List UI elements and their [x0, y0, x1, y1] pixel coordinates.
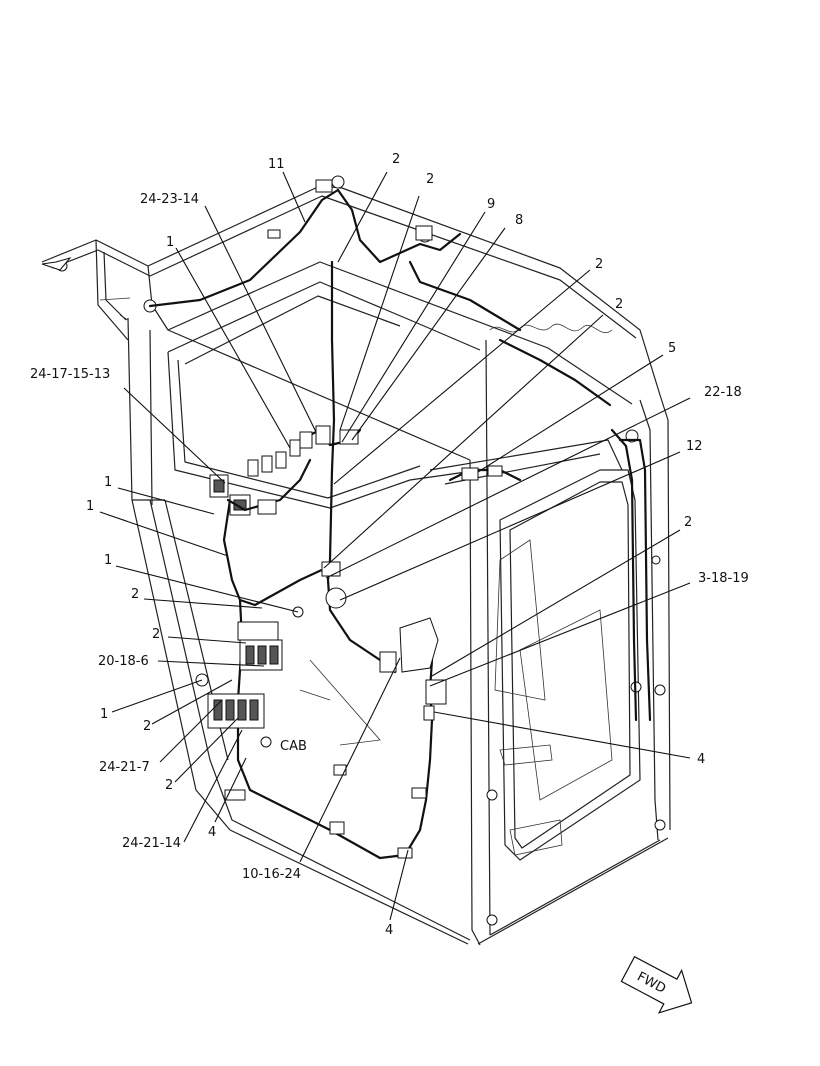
callout-9: 9	[487, 197, 495, 212]
callout-2: 2	[595, 257, 603, 272]
callout-10-16-24: 10-16-24	[242, 867, 301, 882]
cab-label: CAB	[280, 739, 307, 754]
callout-24-21-7: 24-21-7	[99, 760, 150, 775]
callout-1: 1	[166, 235, 174, 250]
callout-1: 1	[86, 499, 94, 514]
callout-5: 5	[668, 341, 676, 356]
callout-2: 2	[684, 515, 692, 530]
arrow-icon	[620, 955, 693, 1014]
callout-2: 2	[426, 172, 434, 187]
components	[41, 179, 503, 859]
leader-lines	[99, 171, 691, 921]
callout-labels: 11 2 2 24-23-14 9 8 1 2 2 5 24-17-15-13 …	[30, 152, 749, 938]
callout-4: 4	[385, 923, 393, 938]
callout-12: 12	[686, 439, 703, 454]
callout-24-21-14: 24-21-14	[122, 836, 181, 851]
cab-frame	[41, 175, 671, 946]
callout-24-23-14: 24-23-14	[140, 192, 199, 207]
callout-11: 11	[268, 157, 285, 172]
callout-2: 2	[165, 778, 173, 793]
callout-2: 2	[143, 719, 151, 734]
callout-2: 2	[152, 627, 160, 642]
wiring-harness	[148, 188, 652, 860]
callout-8: 8	[515, 213, 523, 228]
callout-1: 1	[104, 553, 112, 568]
callout-22-18: 22-18	[704, 385, 742, 400]
callout-20-18-6: 20-18-6	[98, 654, 149, 669]
callout-1: 1	[104, 475, 112, 490]
callout-3-18-19: 3-18-19	[698, 571, 749, 586]
callout-24-17-15-13: 24-17-15-13	[30, 367, 110, 382]
callout-2: 2	[131, 587, 139, 602]
callout-4: 4	[697, 752, 705, 767]
callout-4: 4	[208, 825, 216, 840]
callout-1: 1	[100, 707, 108, 722]
forward-arrow: FWD	[620, 955, 693, 1014]
callout-2: 2	[615, 297, 623, 312]
callout-2: 2	[392, 152, 400, 167]
